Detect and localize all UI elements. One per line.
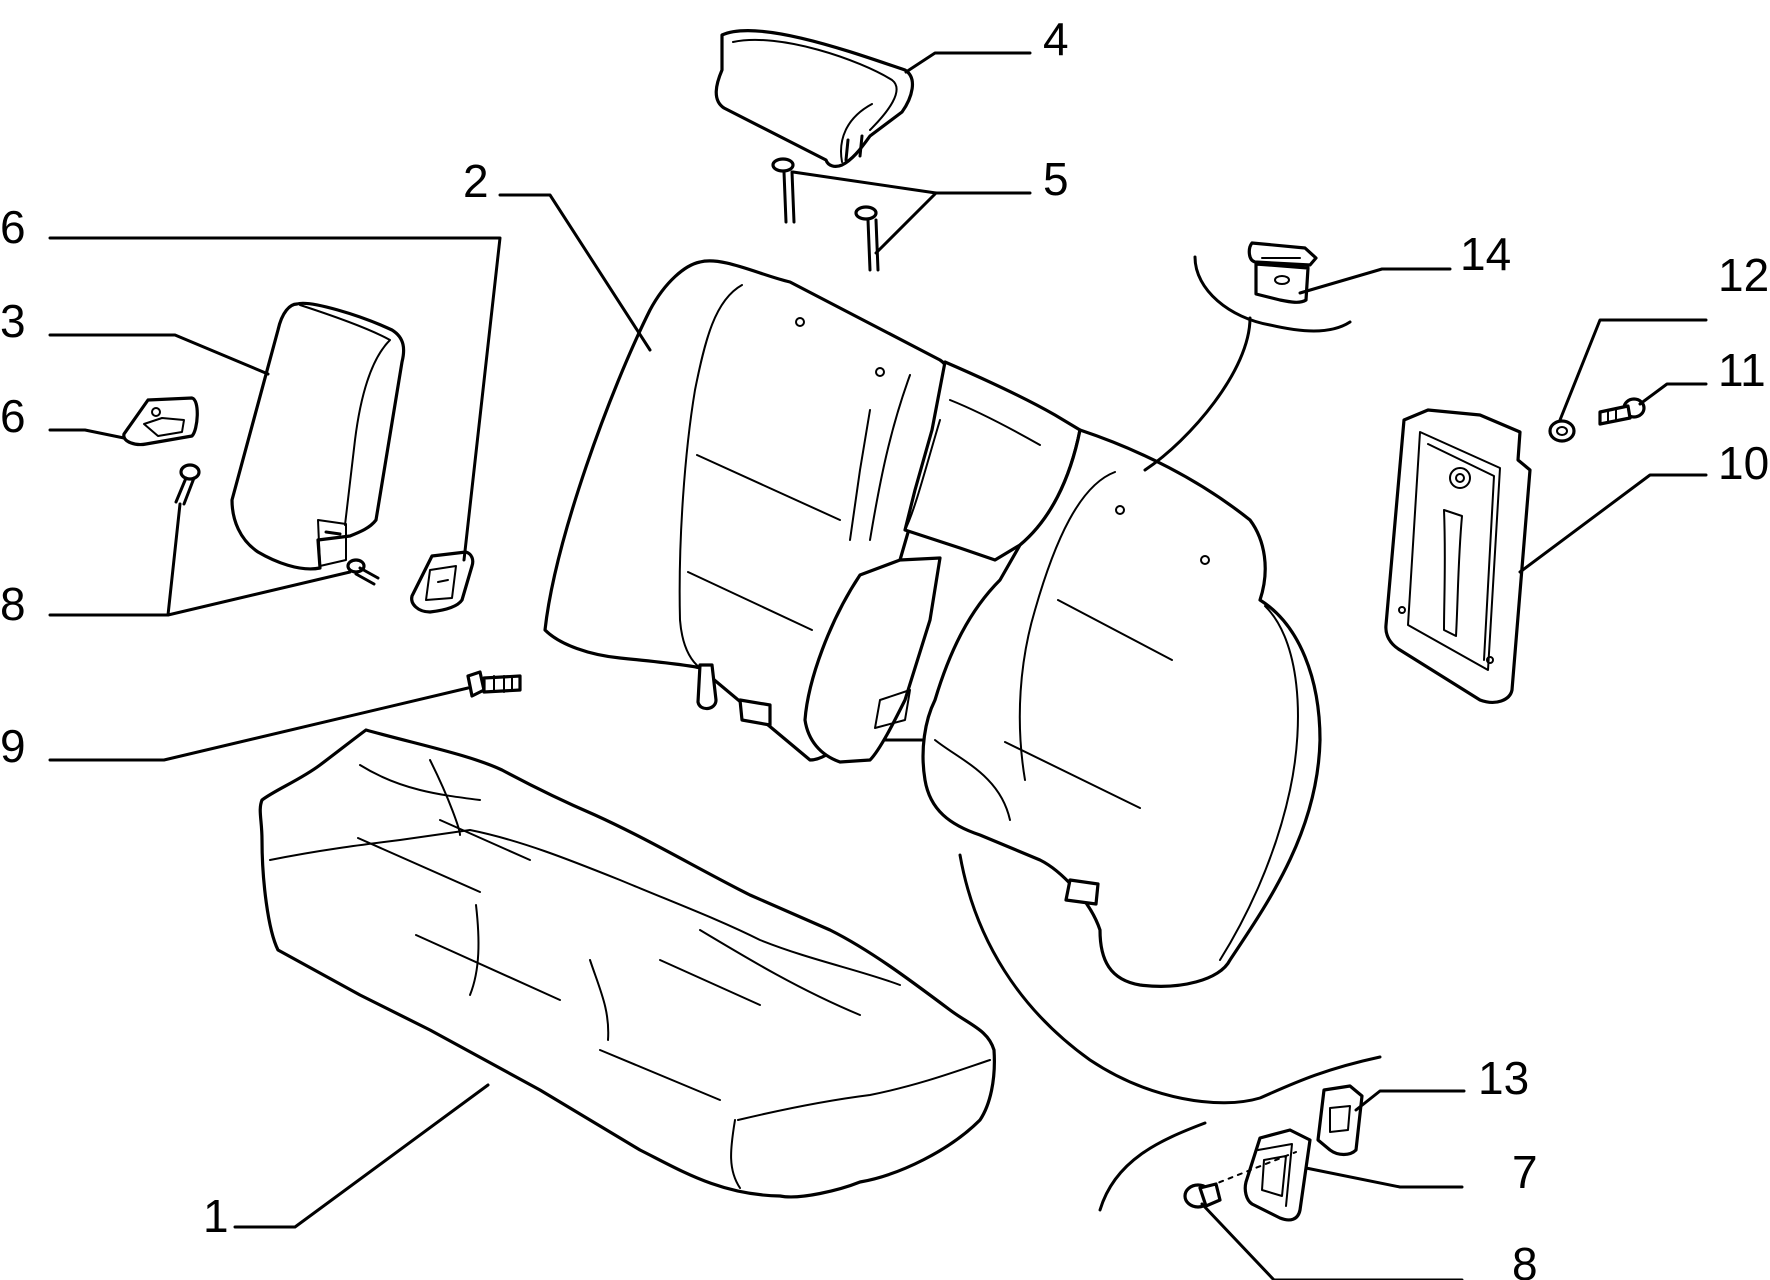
leader-12 bbox=[1558, 318, 1708, 422]
part-bracket-lower[interactable] bbox=[410, 550, 475, 614]
part-latch-cover[interactable] bbox=[1243, 1128, 1312, 1222]
callout-8-lower: 8 bbox=[1512, 1238, 1538, 1280]
part-armrest[interactable] bbox=[230, 301, 406, 571]
part-screw-center[interactable] bbox=[346, 558, 380, 586]
callout-6-lower: 6 bbox=[0, 390, 26, 442]
part-mounting-plate[interactable] bbox=[1384, 408, 1532, 704]
callout-14: 14 bbox=[1460, 228, 1511, 280]
part-headrest[interactable] bbox=[714, 29, 914, 168]
leader-3 bbox=[48, 333, 270, 376]
leader-1 bbox=[233, 1083, 490, 1229]
part-screw-11[interactable] bbox=[1598, 397, 1646, 426]
leader-8a2 bbox=[166, 570, 352, 617]
callout-5: 5 bbox=[1043, 153, 1069, 205]
leader-7 bbox=[1304, 1166, 1464, 1189]
leader-2 bbox=[498, 193, 652, 352]
part-bolt[interactable] bbox=[466, 670, 522, 698]
callout-10: 10 bbox=[1718, 437, 1769, 489]
callout-1: 1 bbox=[203, 1190, 229, 1242]
callout-3: 3 bbox=[0, 295, 26, 347]
leader-10 bbox=[1518, 473, 1708, 574]
part-belt-guide[interactable] bbox=[1247, 241, 1318, 304]
leader-6a bbox=[48, 236, 502, 562]
leader-11 bbox=[1638, 382, 1708, 406]
callout-12: 12 bbox=[1718, 249, 1769, 301]
part-backrest[interactable] bbox=[543, 259, 1322, 988]
leader-8a bbox=[48, 502, 182, 617]
detail-arc-lower-link bbox=[1098, 1121, 1207, 1212]
leader-13 bbox=[1354, 1089, 1466, 1112]
callout-6-upper: 6 bbox=[0, 201, 26, 253]
callout-7: 7 bbox=[1512, 1146, 1538, 1198]
leader-6b bbox=[48, 428, 126, 440]
leader-5 bbox=[791, 170, 1032, 195]
callout-9: 9 bbox=[0, 720, 26, 772]
callout-4: 4 bbox=[1043, 13, 1069, 65]
leader-9 bbox=[48, 686, 470, 762]
part-headrest-pins[interactable] bbox=[771, 157, 880, 272]
detail-arc-lower bbox=[958, 853, 1382, 1105]
part-seat-cushion[interactable] bbox=[258, 728, 996, 1199]
part-clip-13[interactable] bbox=[1316, 1084, 1364, 1157]
part-nut[interactable] bbox=[1548, 419, 1576, 443]
part-screw-left[interactable] bbox=[174, 463, 201, 506]
leader-14 bbox=[1298, 267, 1452, 295]
callout-2: 2 bbox=[463, 155, 489, 207]
callout-11: 11 bbox=[1718, 344, 1766, 396]
callout-8-left: 8 bbox=[0, 578, 26, 630]
callout-13: 13 bbox=[1478, 1052, 1529, 1104]
leader-5b bbox=[874, 191, 938, 255]
detail-arc-upper bbox=[1193, 255, 1352, 333]
leader-8b bbox=[1200, 1202, 1464, 1280]
leader-4 bbox=[904, 51, 1032, 74]
part-bracket-upper[interactable] bbox=[122, 396, 199, 447]
detail-arc-upper-link bbox=[1143, 316, 1252, 472]
leader-lines bbox=[48, 51, 1708, 1280]
